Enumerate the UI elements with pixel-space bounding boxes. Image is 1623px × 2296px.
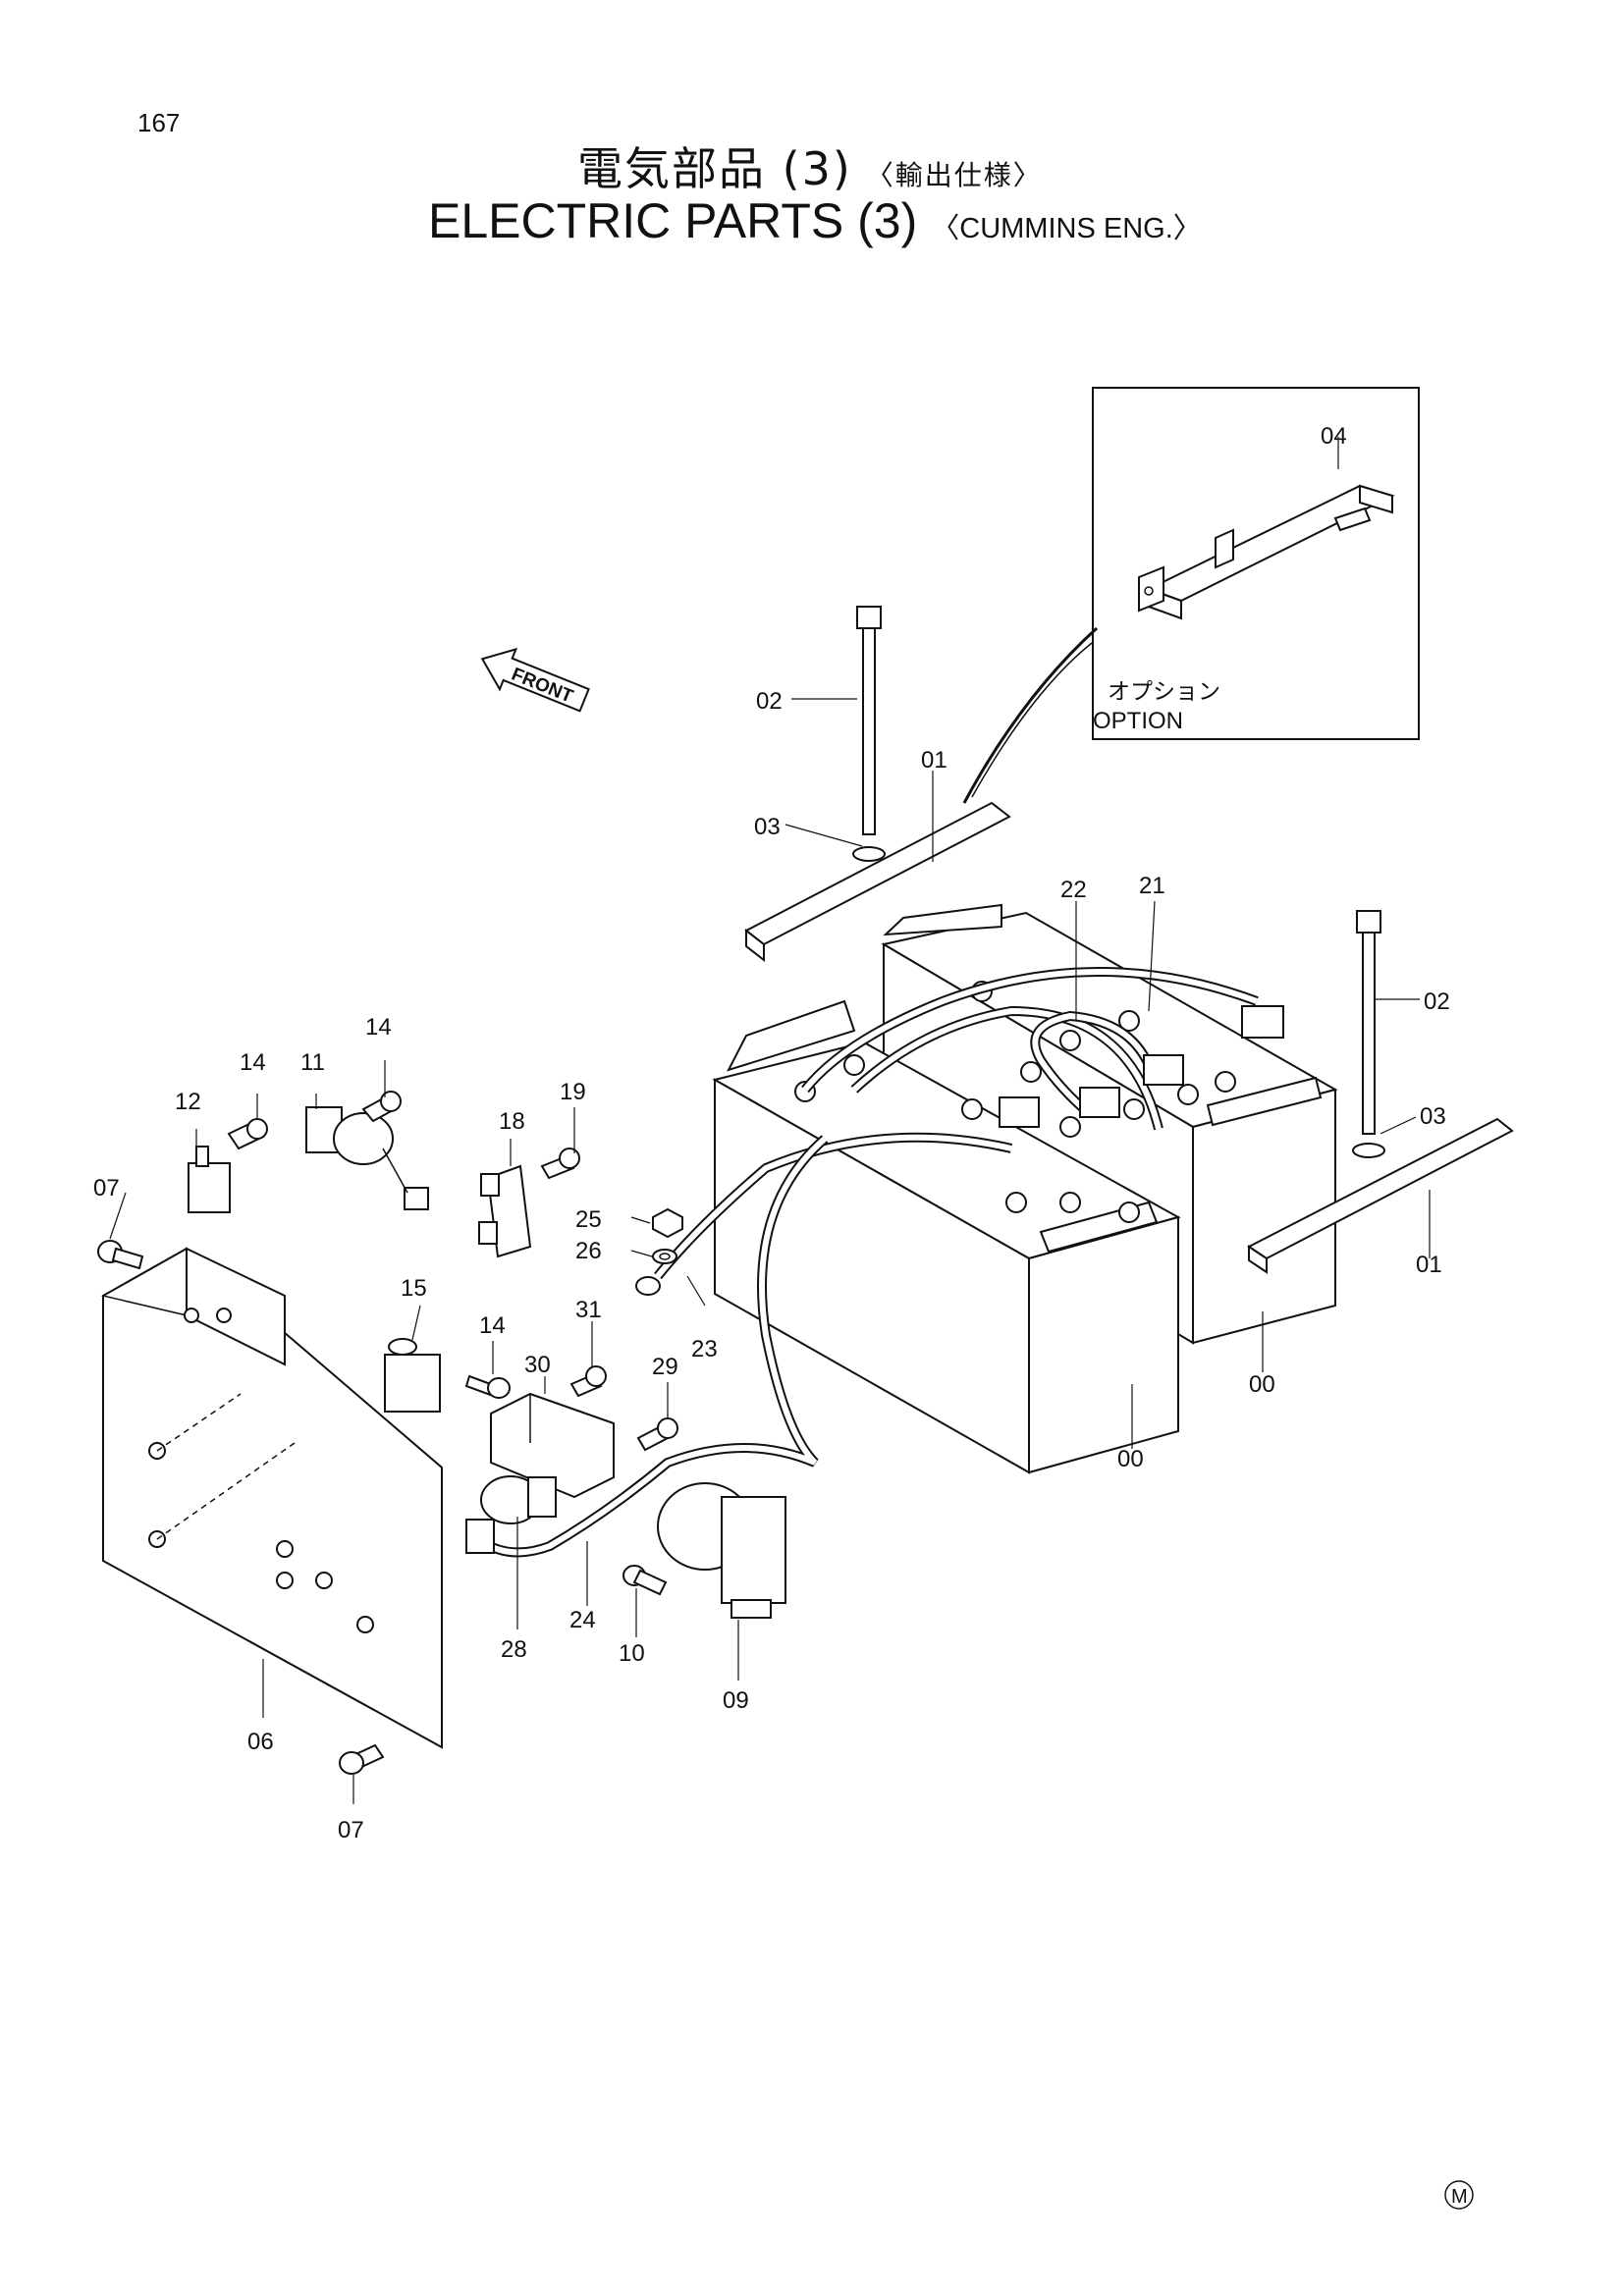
bolt-19 bbox=[540, 1148, 580, 1180]
callout-28: 28 bbox=[501, 1636, 527, 1663]
option-frame bbox=[1092, 387, 1420, 740]
front-arrow: FRONT bbox=[480, 647, 590, 713]
callout-11: 11 bbox=[300, 1049, 325, 1076]
hold-down-bar-left bbox=[744, 801, 1011, 963]
bolt-31 bbox=[569, 1365, 607, 1398]
relay-12 bbox=[188, 1146, 231, 1213]
callout-04: 04 bbox=[1321, 423, 1347, 450]
callout-14-mid: 14 bbox=[479, 1312, 506, 1339]
callout-07-top: 07 bbox=[93, 1175, 120, 1201]
bracket-18 bbox=[478, 1164, 532, 1258]
callout-22: 22 bbox=[1060, 877, 1087, 903]
callout-18: 18 bbox=[499, 1108, 525, 1135]
callout-19: 19 bbox=[560, 1079, 586, 1105]
callout-02-right: 02 bbox=[1424, 988, 1450, 1015]
callout-00-front: 00 bbox=[1117, 1446, 1144, 1472]
callout-01-right: 01 bbox=[1416, 1252, 1442, 1278]
callout-00-right: 00 bbox=[1249, 1371, 1275, 1398]
callout-15: 15 bbox=[401, 1275, 427, 1302]
callout-29: 29 bbox=[652, 1354, 678, 1380]
bolt-left bbox=[852, 606, 886, 862]
title-english-sub: 〈CUMMINS ENG.〉 bbox=[931, 213, 1202, 244]
callout-01-left: 01 bbox=[921, 747, 947, 774]
page-mark: M bbox=[1444, 2180, 1474, 2210]
title-english-main: ELECTRIC PARTS (3) bbox=[428, 193, 918, 248]
bolt-14b bbox=[361, 1091, 402, 1123]
callout-labels: 04 オプション OPTION 02 03 01 22 21 02 03 01 … bbox=[93, 423, 1450, 1843]
title-japanese: 電気部品 (3) 〈輸出仕様〉 bbox=[577, 133, 1043, 198]
title-japanese-main: 電気部品 (3) bbox=[577, 142, 852, 195]
motor-09 bbox=[657, 1482, 786, 1619]
bolt-14c bbox=[464, 1374, 511, 1399]
washer-26 bbox=[652, 1249, 677, 1264]
relay-15 bbox=[384, 1338, 441, 1413]
switch-11 bbox=[305, 1106, 429, 1210]
option-label-en: OPTION bbox=[1093, 708, 1183, 734]
callout-21: 21 bbox=[1139, 873, 1165, 899]
cable-22 bbox=[1030, 1010, 1184, 1118]
callout-09: 09 bbox=[723, 1687, 749, 1714]
option-bracket-04 bbox=[1138, 484, 1395, 620]
callout-24: 24 bbox=[569, 1607, 596, 1633]
cable-24 bbox=[465, 1135, 829, 1558]
callout-07-bottom: 07 bbox=[338, 1817, 364, 1843]
bracket-30 bbox=[490, 1392, 615, 1499]
callout-14-top: 14 bbox=[365, 1014, 392, 1041]
bolt-right bbox=[1352, 910, 1385, 1158]
bolt-07a bbox=[97, 1240, 144, 1270]
bolt-29 bbox=[636, 1417, 678, 1452]
option-inset bbox=[962, 387, 1420, 804]
bolt-14a bbox=[227, 1118, 268, 1150]
sensor-28 bbox=[480, 1475, 557, 1524]
callout-02-left: 02 bbox=[756, 688, 783, 715]
cable-23 bbox=[635, 1096, 1040, 1296]
bolt-10 bbox=[622, 1565, 668, 1596]
title-japanese-sub: 〈輸出仕様〉 bbox=[865, 159, 1043, 191]
page-number: 167 bbox=[137, 108, 181, 137]
callout-25: 25 bbox=[575, 1206, 602, 1233]
nut-25 bbox=[652, 1207, 683, 1239]
callout-14-left: 14 bbox=[240, 1049, 266, 1076]
callout-30: 30 bbox=[524, 1352, 551, 1378]
leader-lines bbox=[109, 698, 1431, 1804]
mounting-plate-06 bbox=[100, 1247, 443, 1749]
callout-12: 12 bbox=[175, 1089, 201, 1115]
callout-03-left: 03 bbox=[754, 814, 781, 840]
option-label-jp: オプション bbox=[1108, 678, 1220, 704]
callout-31: 31 bbox=[575, 1297, 602, 1323]
title-english: ELECTRIC PARTS (3) 〈CUMMINS ENG.〉 bbox=[428, 192, 1202, 249]
hold-down-bar-right bbox=[1247, 1117, 1514, 1274]
page-mark-letter: M bbox=[1451, 2186, 1468, 2208]
callout-10: 10 bbox=[619, 1640, 645, 1667]
bolt-07b bbox=[339, 1743, 385, 1775]
callout-23: 23 bbox=[691, 1336, 718, 1362]
callout-26: 26 bbox=[575, 1238, 602, 1264]
callout-03-right: 03 bbox=[1420, 1103, 1446, 1130]
cable-21 bbox=[801, 967, 1284, 1131]
callout-06: 06 bbox=[247, 1729, 274, 1755]
